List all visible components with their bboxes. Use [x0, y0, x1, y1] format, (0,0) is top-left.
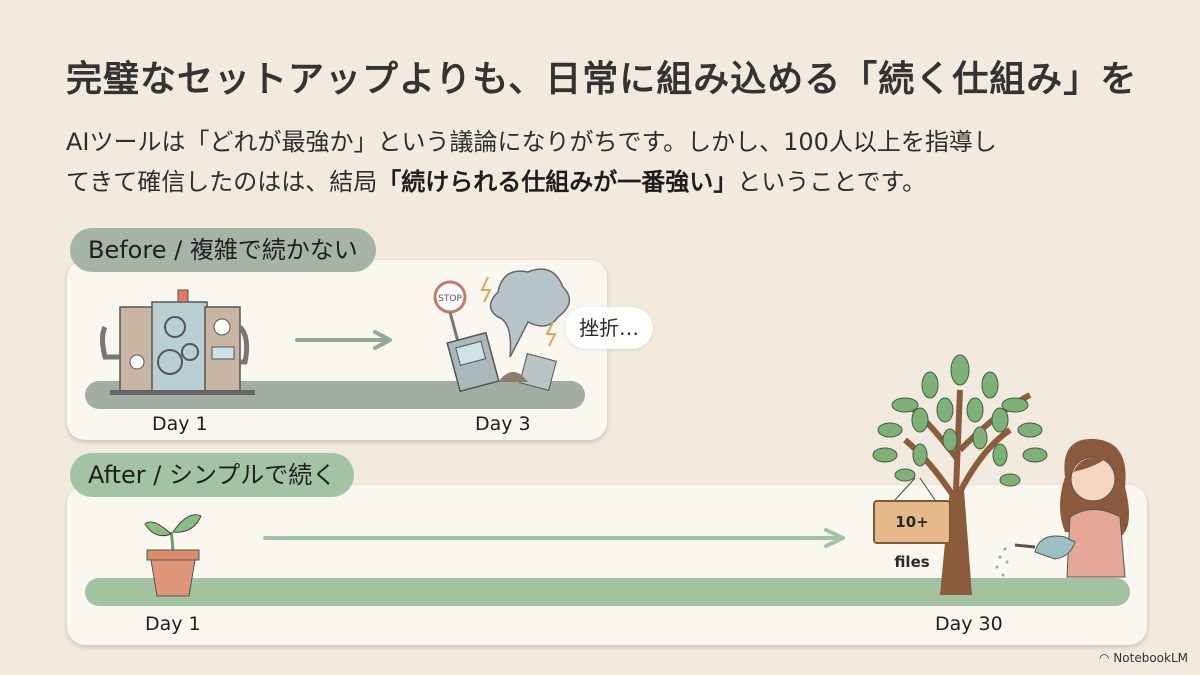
after-day-start-label: Day 1 — [145, 613, 201, 635]
before-arrow-icon — [295, 330, 392, 350]
seedling-pot-icon — [144, 514, 202, 597]
svg-text:STOP: STOP — [438, 294, 462, 304]
body-line-1: AIツールは「どれが最強か」という議論になりがちです。しかし、100人以上を指導… — [66, 128, 997, 156]
broken-machine-icon: STOP — [433, 268, 571, 393]
complex-machine-icon — [100, 289, 255, 395]
body-emphasis: 「続けられる仕組みが一番強い」 — [377, 168, 738, 196]
notebooklm-brand: ◠ NotebookLM — [1099, 651, 1188, 665]
body-paragraph: AIツールは「どれが最強か」という議論になりがちです。しかし、100人以上を指導… — [66, 122, 1146, 202]
gardener-person-icon — [995, 438, 1129, 578]
before-day-end-label: Day 3 — [475, 413, 531, 435]
brand-label: NotebookLM — [1113, 651, 1188, 665]
after-arrow-icon — [263, 528, 845, 548]
before-tag: Before / 複雑で続かない — [70, 228, 376, 272]
slide-title: 完璧なセットアップよりも、日常に組み込める「続く仕組み」を — [66, 59, 1138, 100]
notebooklm-logo-icon: ◠ — [1098, 651, 1110, 665]
frustration-bubble: 挫折… — [565, 307, 653, 349]
body-line-2-prefix: てきて確信したのはは、結局 — [66, 168, 378, 196]
files-sign: 10+ files — [873, 500, 951, 571]
body-line-2-suffix: ということです。 — [737, 168, 927, 196]
before-day-start-label: Day 1 — [152, 413, 208, 435]
body-line-2: てきて確信したのはは、結局「続けられる仕組みが一番強い」ということです。 — [66, 162, 1146, 202]
after-tag: After / シンプルで続く — [70, 453, 355, 497]
after-day-end-label: Day 30 — [935, 613, 1003, 635]
